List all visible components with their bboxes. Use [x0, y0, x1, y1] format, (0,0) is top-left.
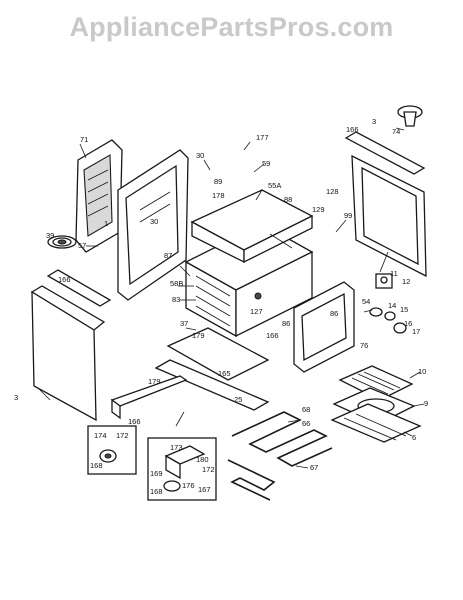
callout-3-top: 3	[372, 117, 376, 126]
callout-6: 6	[412, 433, 416, 442]
callout-165: 165	[218, 369, 231, 378]
callout-15: 15	[400, 305, 408, 314]
side-panel-right	[293, 281, 355, 373]
callout-1: 1	[104, 219, 108, 228]
callout-86-right: 86	[330, 309, 338, 318]
callout-58b: 58B	[170, 279, 183, 288]
callout-labels: 71 30 177 59 89 178 55A 88 166 3 74 128 …	[14, 117, 428, 496]
oven-cavity	[184, 189, 314, 338]
callout-168-left: 168	[90, 461, 103, 470]
oven-door-right	[344, 131, 427, 278]
storage-drawer	[110, 327, 270, 420]
callout-86-left: 86	[282, 319, 290, 328]
callout-37: 37	[180, 319, 188, 328]
callout-166-mid: 166	[266, 331, 279, 340]
callout-76: 76	[360, 341, 368, 350]
callout-17: 17	[412, 327, 420, 336]
callout-169: 169	[150, 469, 163, 478]
callout-166-left: 166	[58, 275, 71, 284]
callout-179-upper: 179	[192, 331, 205, 340]
inset-box-left	[87, 425, 137, 475]
broil-pan-assembly	[330, 365, 422, 443]
callout-71: 71	[80, 135, 88, 144]
callout-168-center: 168	[150, 487, 163, 496]
callout-leaders	[37, 141, 425, 469]
callout-57: 57	[78, 241, 86, 250]
callout-30-top: 30	[196, 151, 204, 160]
callout-30-mid: 30	[150, 217, 158, 226]
callout-12: 12	[402, 277, 410, 286]
callout-89: 89	[214, 177, 222, 186]
callout-172-left: 172	[116, 431, 129, 440]
callout-174: 174	[94, 431, 107, 440]
callout-39: 39	[46, 231, 54, 240]
callout-16: 16	[404, 319, 412, 328]
callout-88: 88	[284, 195, 292, 204]
control-knob-74	[395, 105, 423, 131]
rear-panel	[75, 139, 123, 253]
callout-99: 99	[344, 211, 352, 220]
callout-179-lower: 179	[148, 377, 161, 386]
callout-127: 127	[250, 307, 263, 316]
callout-55a: 55A	[268, 181, 281, 190]
callout-87: 87	[164, 251, 172, 260]
callout-172-center: 172	[202, 465, 215, 474]
callout-128: 128	[326, 187, 339, 196]
callout-3-left: 3	[14, 393, 18, 402]
callout-9: 9	[424, 399, 428, 408]
callout-11: 11	[390, 269, 398, 278]
callout-173: 173	[170, 443, 183, 452]
callout-54: 54	[362, 297, 370, 306]
callout-167: 167	[198, 485, 211, 494]
callout-177: 177	[256, 133, 269, 142]
callout-59: 59	[262, 159, 270, 168]
callout-180: 180	[196, 455, 209, 464]
callout-166-lower: 166	[128, 417, 141, 426]
side-frame-left	[117, 149, 189, 301]
callout-178: 178	[212, 191, 225, 200]
watermark: AppliancePartsPros.com	[69, 12, 394, 42]
callout-176: 176	[182, 481, 195, 490]
callout-166-top: 166	[346, 125, 359, 134]
callout-68: 68	[302, 405, 310, 414]
callout-67: 67	[310, 463, 318, 472]
callout-10: 10	[418, 367, 426, 376]
surface-element-39	[47, 235, 77, 249]
callout-83: 83	[172, 295, 180, 304]
control-components-right	[369, 273, 407, 334]
callout-66: 66	[302, 419, 310, 428]
bake-element-67	[227, 411, 333, 501]
oven-door-left	[30, 269, 112, 422]
callout-25: 25	[234, 395, 242, 404]
inset-box-center	[147, 437, 217, 501]
callout-129: 129	[312, 205, 325, 214]
callout-74: 74	[392, 127, 400, 136]
callout-14: 14	[388, 301, 396, 310]
